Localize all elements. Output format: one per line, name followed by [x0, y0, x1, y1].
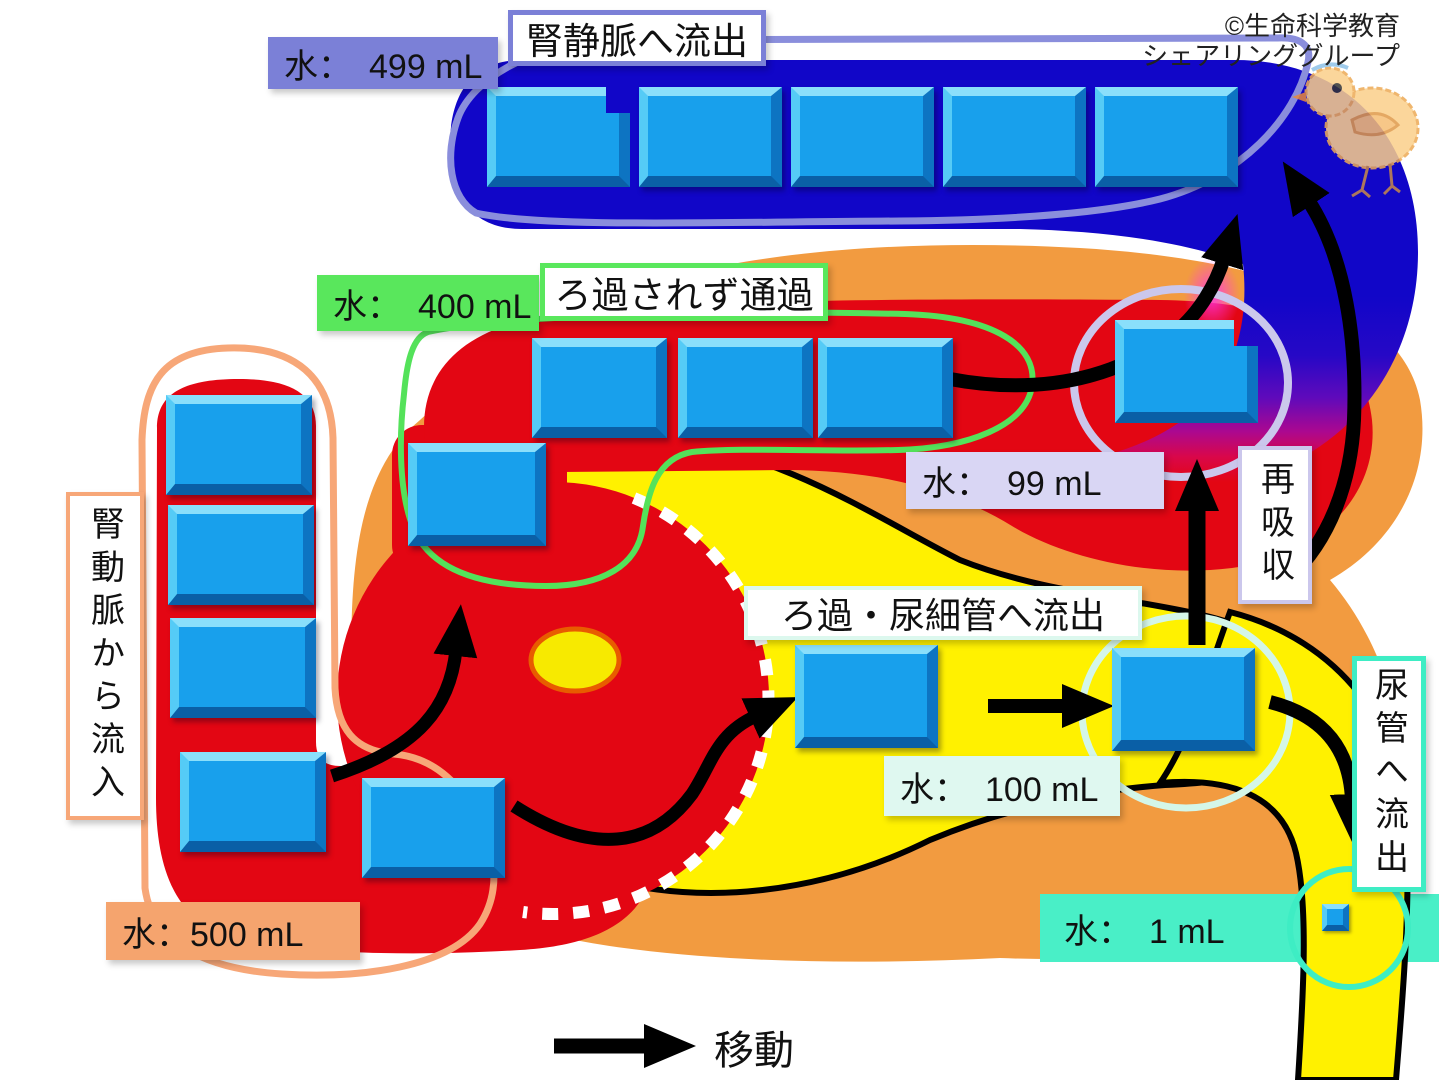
water-cube	[532, 338, 667, 438]
vein-group-outline	[447, 34, 1313, 227]
copyright-notice: ©生命科学教育 シェアリンググループ	[1060, 11, 1400, 72]
water-99-label: 水： 99 mL	[906, 452, 1164, 509]
water-cube	[408, 443, 546, 546]
arrow-filtration	[510, 697, 798, 846]
unfiltered-title: ろ過されず通過	[540, 263, 828, 321]
chick-illustration	[1292, 62, 1420, 199]
urine-cube-circle	[1287, 866, 1411, 990]
filtration-membrane-dotted-arc	[522, 492, 775, 920]
filtration-title: ろ過・尿細管へ流出	[744, 586, 1142, 640]
ureter-title: 尿管へ流出	[1352, 656, 1426, 892]
glomerulus-eye	[528, 626, 622, 694]
water-cube	[166, 395, 312, 495]
water-cube	[1112, 648, 1255, 751]
water-cube	[943, 87, 1086, 187]
arrow-to-ureter	[1268, 695, 1374, 846]
reabsorption-title: 再吸収	[1238, 446, 1312, 604]
water-400-label: 水： 400 mL	[317, 275, 539, 331]
water-500-label: 水：500 mL	[106, 902, 360, 960]
water-cube	[1095, 87, 1238, 187]
legend-move-label: 移動	[714, 1029, 794, 1073]
renal-vein-title: 腎静脈へ流出	[508, 10, 766, 66]
water-1-label: 水： 1 mL	[1064, 912, 1225, 951]
water-cube	[168, 505, 314, 605]
arrow-reabsorbed-to-vein	[1282, 161, 1362, 584]
water-cube	[639, 87, 782, 187]
water-cube	[180, 752, 326, 852]
water-cube	[170, 618, 316, 718]
renal-artery-title: 腎動脈から流入	[66, 492, 144, 820]
arrow-artery-to-glomerulus	[330, 604, 478, 783]
water-cube	[795, 645, 938, 748]
copyright-line2: シェアリンググループ	[1142, 40, 1400, 71]
water-cube	[678, 338, 813, 438]
water-cube	[818, 338, 953, 438]
copyright-line1: ©生命科学教育	[1224, 11, 1400, 41]
artery-group-outline	[138, 344, 498, 979]
water-cube	[791, 87, 934, 187]
water-cube	[362, 778, 505, 878]
water-499-label: 水： 499 mL	[268, 37, 498, 89]
water-cube	[1322, 904, 1349, 931]
water-100-label: 水： 100 mL	[884, 756, 1120, 816]
